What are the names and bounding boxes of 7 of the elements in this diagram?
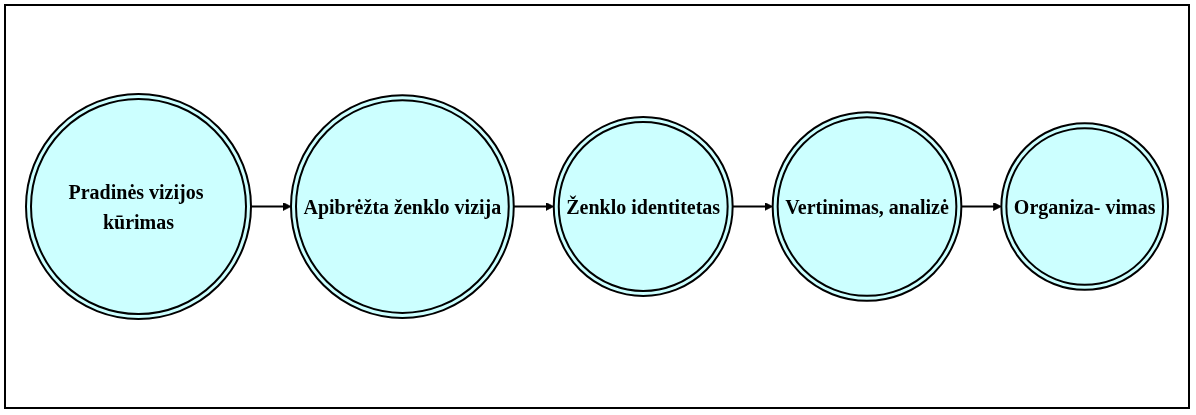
node-circle — [290, 94, 515, 319]
arrow — [250, 202, 292, 211]
node-circle — [1000, 122, 1169, 291]
node-circle — [552, 116, 734, 297]
diagram-frame: Pradinės vizijos kūrimas Apibrėžta ženklo vizija Ženklo identitetas Vertinimas, analizė Organiza- vimas — [4, 4, 1190, 409]
node-circle — [25, 93, 252, 320]
node-circle — [771, 111, 963, 302]
